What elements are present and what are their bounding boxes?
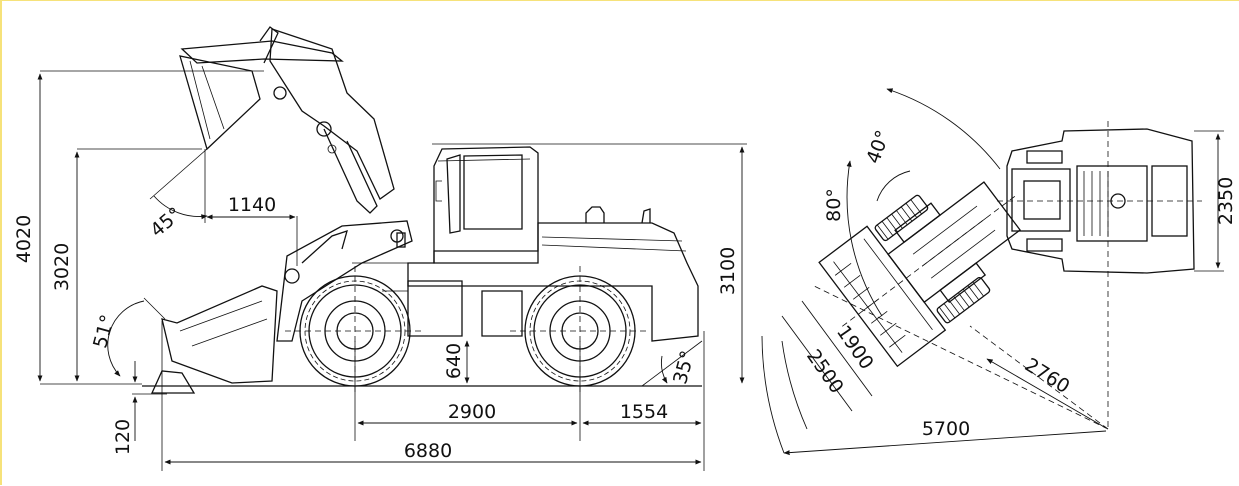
- label-40: 40°: [862, 127, 894, 166]
- dump-angle-arc: [153, 195, 208, 220]
- label-4020: 4020: [13, 215, 35, 263]
- label-640: 640: [443, 343, 465, 379]
- machine-body: [352, 206, 699, 342]
- departure-angle-arc: [661, 355, 668, 384]
- label-80: 80°: [823, 188, 845, 222]
- label-120: 120: [112, 419, 134, 455]
- dim-line-5700: [783, 430, 1107, 456]
- operator-cab: [433, 146, 539, 264]
- label-1900: 1900: [832, 321, 878, 373]
- rollback-angle-arc: [107, 300, 145, 377]
- label-1554: 1554: [620, 401, 668, 423]
- articulation-angle-arc: [886, 88, 1001, 170]
- bucket-low-position: [150, 370, 196, 394]
- front-wheel: [285, 266, 425, 396]
- lowered-bucket: [161, 285, 278, 384]
- dim-line-2760: [986, 358, 1107, 429]
- label-2350: 2350: [1215, 177, 1237, 225]
- raised-bucket: [179, 55, 261, 151]
- label-2760: 2760: [1021, 354, 1074, 398]
- label-departure-angle: 35°: [669, 348, 699, 386]
- label-5700: 5700: [922, 418, 970, 440]
- rear-wheel: [510, 266, 650, 396]
- dim-line-1900: [801, 300, 873, 397]
- label-2900: 2900: [448, 401, 496, 423]
- rear-frame-top: [997, 121, 1202, 429]
- label-3100: 3100: [717, 247, 739, 295]
- dim-line-2500: [781, 315, 853, 412]
- label-1140: 1140: [228, 194, 276, 216]
- label-3020: 3020: [51, 243, 73, 291]
- angle-40-arc: [876, 170, 911, 202]
- side-view: 4020 3020 1140 45° 51° 120 3100 640 2900…: [13, 26, 747, 471]
- lowered-lift-arm: [150, 220, 413, 394]
- raised-lift-arm: [179, 26, 395, 214]
- top-view: 2350 40° 80° 1900 2500 2760 5700: [761, 88, 1237, 456]
- outer-turning-arc: [781, 340, 808, 430]
- label-6880: 6880: [404, 440, 452, 462]
- swing-angle-arc: [846, 160, 883, 317]
- label-dump-angle: 45°: [146, 203, 186, 242]
- label-rollback-angle: 51°: [89, 312, 119, 350]
